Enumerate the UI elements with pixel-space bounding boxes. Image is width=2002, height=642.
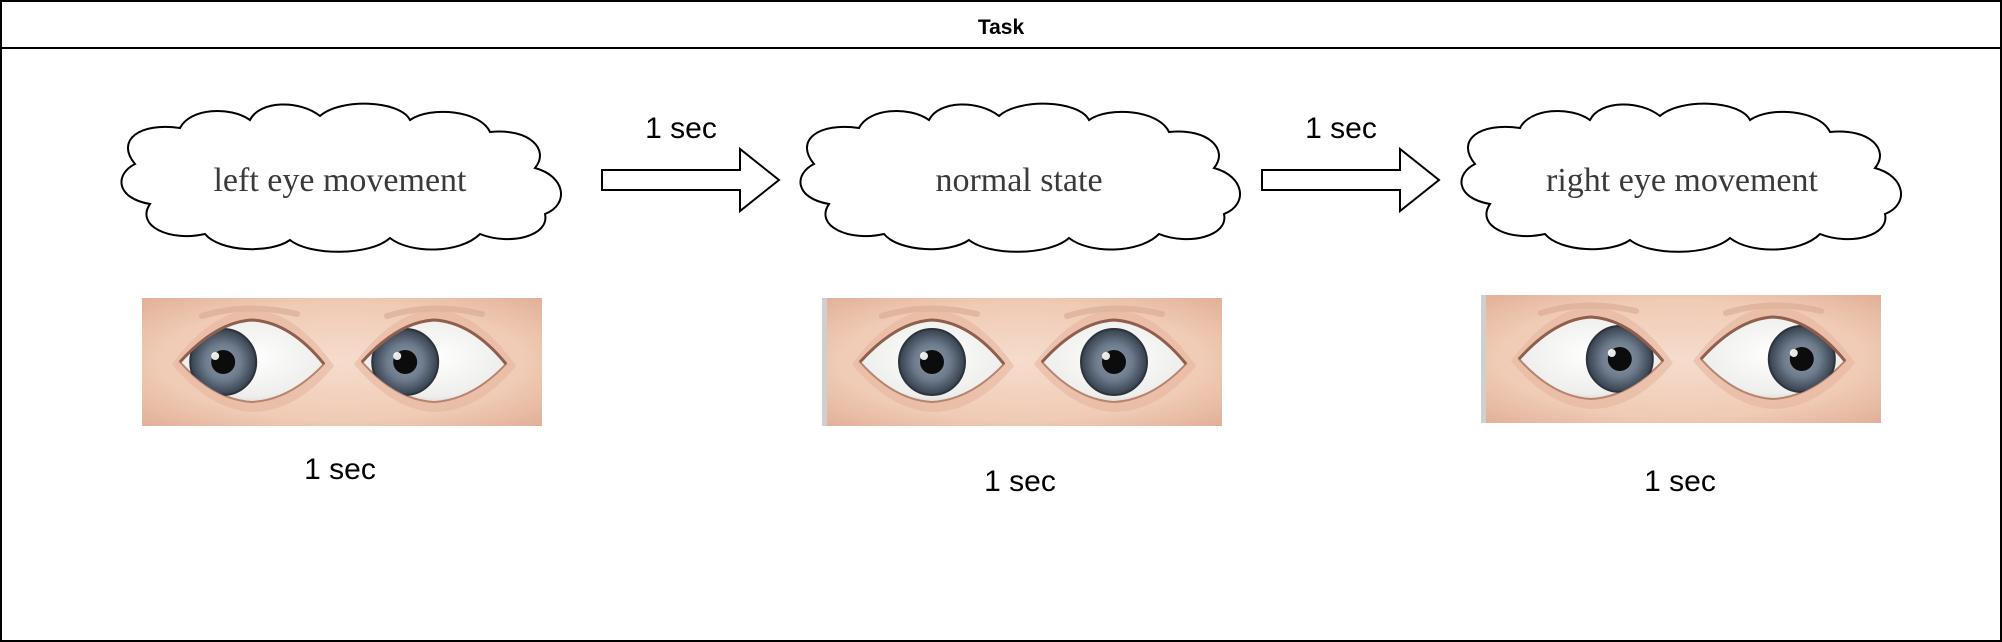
- eye-left: [1511, 307, 1673, 409]
- eye-left: [852, 310, 1014, 412]
- transition-arrow-1: [601, 146, 781, 214]
- eye-right: [1693, 307, 1855, 409]
- step-duration-left: 1 sec: [304, 453, 376, 486]
- cloud-label-normal-state: normal state: [935, 162, 1102, 199]
- transition-label-1: 1 sec: [645, 112, 717, 145]
- eye-right: [1034, 310, 1196, 412]
- cloud-right-eye-movement: [1460, 102, 1902, 253]
- cloud-normal-state: [799, 102, 1241, 253]
- eyes-image-center-gaze: [822, 298, 1222, 426]
- cloud-left-eye-movement: [120, 102, 562, 253]
- frame-title: Task: [978, 16, 1025, 39]
- transition-arrow-2: [1261, 146, 1441, 214]
- eyes-image-right-gaze: [1481, 295, 1881, 423]
- eyebrow: [1538, 302, 1639, 316]
- eyebrow: [1723, 302, 1824, 316]
- eyebrow: [199, 305, 300, 319]
- cloud-label-right-eye-movement: right eye movement: [1546, 162, 1818, 199]
- eyebrow: [1064, 305, 1165, 319]
- transition-label-2: 1 sec: [1305, 112, 1377, 145]
- cloud-shape: [1460, 102, 1902, 253]
- eyes-image-left-gaze: [142, 298, 542, 426]
- eye-right: [354, 310, 516, 412]
- image-edge: [822, 298, 827, 426]
- eyebrow: [879, 305, 980, 319]
- eyebrow: [384, 305, 485, 319]
- cloud-shape: [120, 102, 562, 253]
- image-edge: [1481, 295, 1486, 423]
- cloud-label-left-eye-movement: left eye movement: [213, 162, 467, 199]
- eye-left: [172, 310, 334, 412]
- step-duration-right: 1 sec: [1644, 465, 1716, 498]
- step-duration-center: 1 sec: [984, 465, 1056, 498]
- cloud-shape: [799, 102, 1241, 253]
